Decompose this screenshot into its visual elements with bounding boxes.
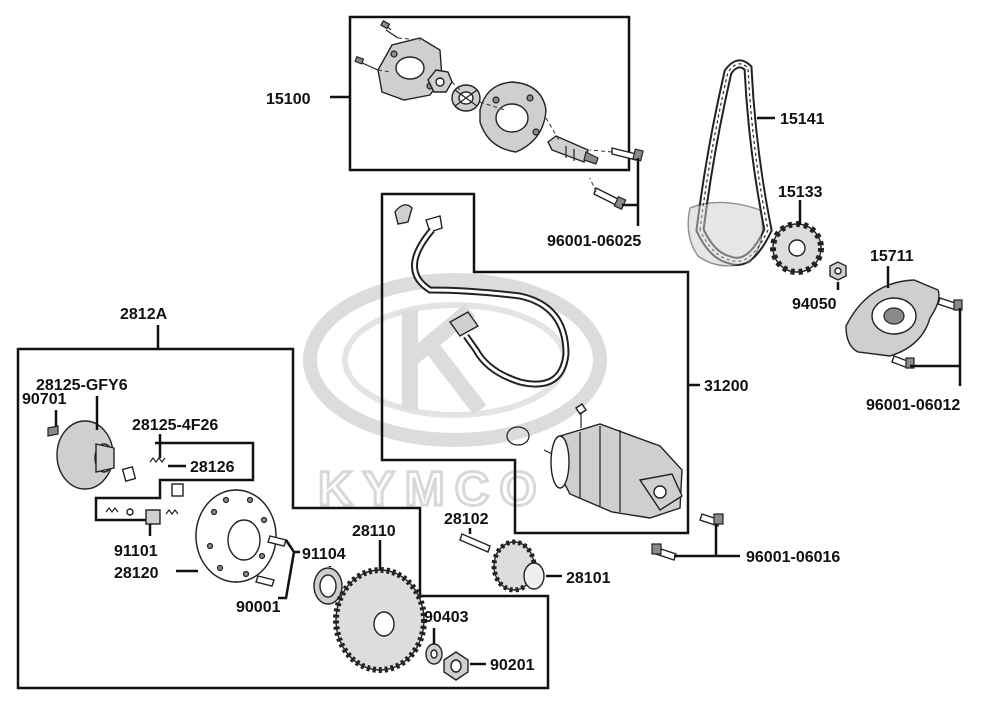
label-90201: 90201 xyxy=(490,657,535,674)
label-96001-06025: 96001-06025 xyxy=(547,233,641,250)
label-28120: 28120 xyxy=(114,565,159,582)
label-90403: 90403 xyxy=(424,609,469,626)
oil-pump-assembly xyxy=(354,19,599,165)
label-96001-06016: 96001-06016 xyxy=(746,549,840,566)
part-labels: 15100 15141 15133 15711 94050 96001-0602… xyxy=(22,91,960,674)
bolts-96001-06025 xyxy=(589,147,644,210)
starter-clutch-parts xyxy=(47,420,545,681)
label-91101: 91101 xyxy=(114,543,158,560)
label-15711: 15711 xyxy=(870,248,914,265)
bolts-96001-06016 xyxy=(651,513,724,561)
label-15100: 15100 xyxy=(266,91,311,108)
bolts-96001-06012 xyxy=(891,297,963,369)
label-31200: 31200 xyxy=(704,378,749,395)
starter-motor-frame xyxy=(380,192,690,535)
label-28101: 28101 xyxy=(566,570,611,587)
label-90701: 90701 xyxy=(22,391,67,408)
label-28125-4F26: 28125-4F26 xyxy=(132,417,218,434)
label-91104: 91104 xyxy=(302,546,346,563)
oil-pump-frame xyxy=(348,15,631,172)
label-2812A: 2812A xyxy=(120,306,168,323)
label-90001: 90001 xyxy=(236,599,281,616)
sprocket xyxy=(770,221,824,275)
leader-lines xyxy=(54,95,962,666)
starter-motor-assembly xyxy=(394,204,683,519)
cam-chain xyxy=(687,59,773,267)
label-96001-06012: 96001-06012 xyxy=(866,397,960,414)
label-94050: 94050 xyxy=(792,296,837,313)
spring-set-frame xyxy=(94,441,255,522)
label-28125-GFY6: 28125-GFY6 xyxy=(36,377,128,394)
label-15133: 15133 xyxy=(778,184,823,201)
chain-cover xyxy=(845,279,940,357)
label-28126: 28126 xyxy=(190,459,235,476)
label-15141: 15141 xyxy=(780,111,825,128)
nut-94050 xyxy=(829,261,847,281)
label-28102: 28102 xyxy=(444,511,489,528)
label-28110: 28110 xyxy=(352,523,396,540)
